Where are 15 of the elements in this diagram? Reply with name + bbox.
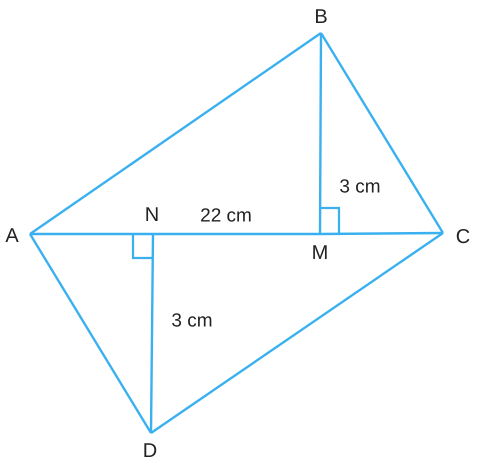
point-label: D — [142, 441, 158, 461]
point-label: M — [312, 243, 328, 263]
point-label: A — [5, 226, 19, 246]
line-segment — [150, 234, 154, 434]
line-segment — [153, 232, 320, 236]
line-segment — [30, 232, 153, 236]
point-label: C — [456, 227, 470, 247]
point-label: B — [314, 7, 328, 27]
line-segment — [29, 32, 322, 235]
point-label: N — [144, 205, 160, 225]
line-segment — [28, 233, 152, 434]
line-segment — [320, 32, 444, 234]
line-segment — [320, 232, 443, 236]
line-segment — [318, 33, 322, 234]
line-segment — [150, 232, 444, 434]
